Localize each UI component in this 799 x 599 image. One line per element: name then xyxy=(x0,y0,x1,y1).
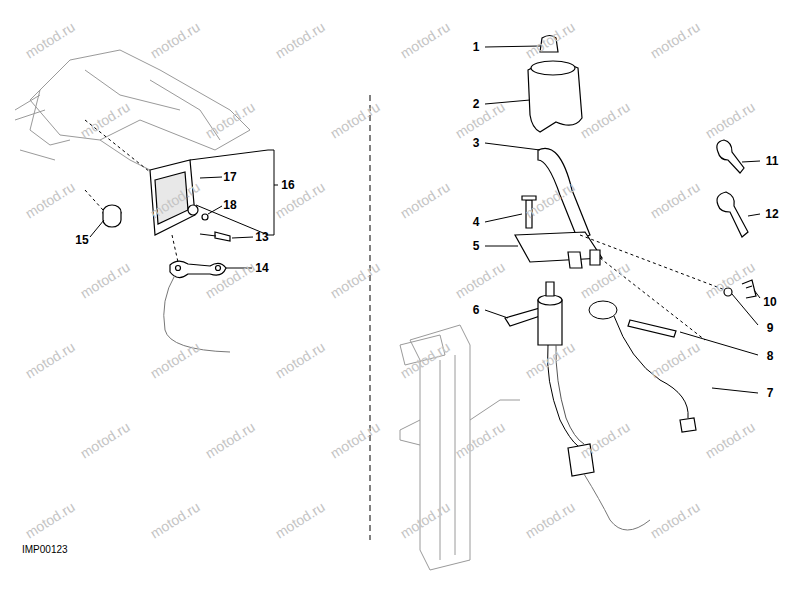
watermark: motod.ru xyxy=(397,339,452,382)
watermark: motod.ru xyxy=(647,339,702,382)
watermark: motod.ru xyxy=(577,99,632,142)
watermark: motod.ru xyxy=(522,339,577,382)
watermark: motod.ru xyxy=(327,99,382,142)
watermark: motod.ru xyxy=(577,259,632,302)
callout-number: 14 xyxy=(255,261,268,275)
watermark: motod.ru xyxy=(397,499,452,542)
watermark: motod.ru xyxy=(327,419,382,462)
watermark: motod.ru xyxy=(22,179,77,222)
callout-number: 2 xyxy=(473,97,480,111)
watermark: motod.ru xyxy=(397,179,452,222)
left-frame xyxy=(15,50,250,170)
callout-number: 6 xyxy=(473,303,480,317)
callout-number: 11 xyxy=(766,154,779,168)
watermark: motod.ru xyxy=(147,179,202,222)
callout-number: 9 xyxy=(767,321,774,335)
watermark: motod.ru xyxy=(647,499,702,542)
watermark: motod.ru xyxy=(327,259,382,302)
callout-number: 4 xyxy=(473,215,480,229)
watermark: motod.ru xyxy=(272,339,327,382)
watermark: motod.ru xyxy=(147,19,202,62)
watermark: motod.ru xyxy=(702,259,757,302)
watermark: motod.ru xyxy=(647,19,702,62)
watermark: motod.ru xyxy=(77,419,132,462)
watermark: motod.ru xyxy=(577,419,632,462)
watermark: motod.ru xyxy=(452,259,507,302)
right-parts xyxy=(505,36,756,477)
watermark: motod.ru xyxy=(147,499,202,542)
drawing-code: IMP00123 xyxy=(22,544,68,555)
watermark: motod.ru xyxy=(647,179,702,222)
watermark: motod.ru xyxy=(77,99,132,142)
watermark: motod.ru xyxy=(22,19,77,62)
callout-number: 7 xyxy=(767,386,774,400)
callout-number: 13 xyxy=(255,230,268,244)
watermark: motod.ru xyxy=(202,99,257,142)
watermark: motod.ru xyxy=(397,19,452,62)
callout-number: 5 xyxy=(473,239,480,253)
leaders-left xyxy=(90,150,278,268)
callout-number: 12 xyxy=(765,207,778,221)
callout-number: 15 xyxy=(75,233,88,247)
callout-number: 8 xyxy=(767,349,774,363)
watermark: motod.ru xyxy=(452,419,507,462)
callout-number: 3 xyxy=(473,136,480,150)
watermark: motod.ru xyxy=(22,499,77,542)
watermark: motod.ru xyxy=(452,99,507,142)
watermark: motod.ru xyxy=(522,499,577,542)
watermark: motod.ru xyxy=(702,99,757,142)
callout-number: 18 xyxy=(223,198,236,212)
left-guides xyxy=(85,120,230,352)
watermark: motod.ru xyxy=(202,419,257,462)
watermark: motod.ru xyxy=(522,19,577,62)
watermark: motod.ru xyxy=(77,259,132,302)
watermark: motod.ru xyxy=(272,179,327,222)
watermark: motod.ru xyxy=(702,419,757,462)
watermark: motod.ru xyxy=(202,259,257,302)
watermark: motod.ru xyxy=(522,179,577,222)
watermark: motod.ru xyxy=(272,499,327,542)
watermark: motod.ru xyxy=(147,339,202,382)
leaders-right xyxy=(485,46,760,393)
watermark: motod.ru xyxy=(22,339,77,382)
right-wires xyxy=(548,235,726,530)
callout-number: 1 xyxy=(473,40,480,54)
callout-number: 10 xyxy=(763,295,776,309)
callout-number: 16 xyxy=(281,178,294,192)
watermark: motod.ru xyxy=(272,19,327,62)
separator xyxy=(370,95,371,540)
callout-number: 17 xyxy=(223,170,236,184)
